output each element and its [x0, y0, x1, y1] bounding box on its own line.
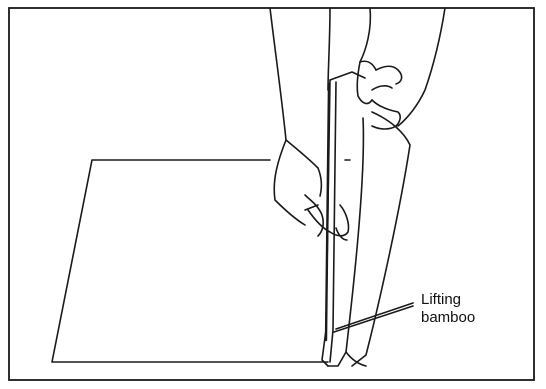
- callout-leader-line-inner: [336, 303, 413, 329]
- left-hand: [270, 8, 349, 240]
- right-hand: [357, 8, 445, 129]
- label-line-1: Lifting: [421, 291, 475, 309]
- label-line-2: bamboo: [421, 309, 475, 327]
- lifting-bamboo-label: Lifting bamboo: [421, 291, 475, 327]
- callout-leader-line: [334, 306, 413, 332]
- paper-sheet: [52, 160, 350, 362]
- lifting-bamboo-rod: [326, 84, 329, 340]
